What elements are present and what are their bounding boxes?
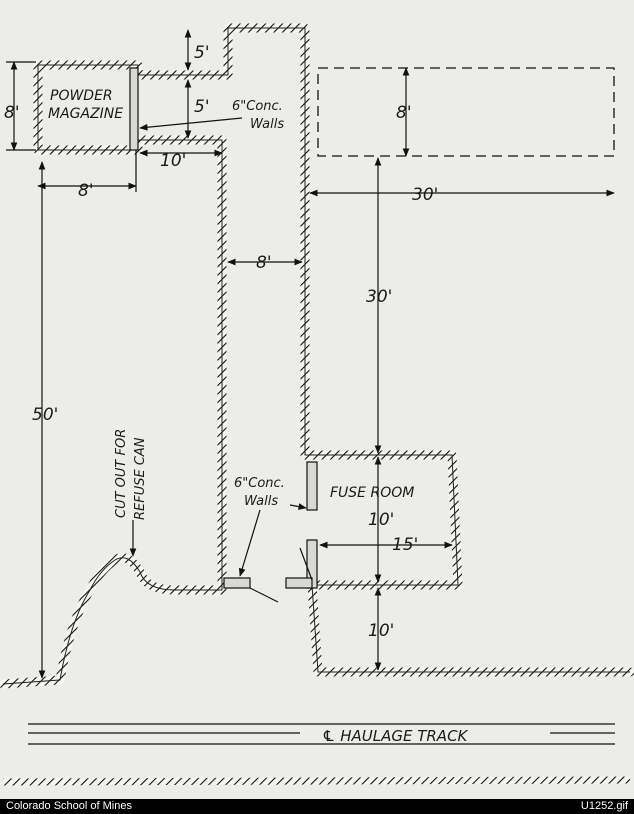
passage-conc-wall [223,577,251,589]
dim-10-bottom: 10' [368,621,394,641]
dim-8-mag-width: 8' [78,181,94,201]
magazine-conc-wall [129,67,139,151]
main-conc-wall [285,577,313,589]
dim-30-vertical: 30' [366,287,392,307]
haulage-track-label: ℄ HAULAGE TRACK [322,727,469,745]
dimension-lines [6,29,615,679]
footer-image-id: U1252.gif [580,800,628,812]
conc-walls-bottom-label-2: Walls [244,494,278,509]
future-room-outline [317,67,615,157]
dim-5a: 5' [194,43,210,63]
dim-50: 50' [32,405,58,425]
bottom-rib [2,776,631,786]
conc-walls-top-label-2: Walls [250,117,284,132]
powder-magazine-label-2: MAGAZINE [48,106,123,122]
cutout-label-2: REFUSE CAN [133,437,148,520]
dim-8-passage: 8' [256,253,272,273]
fuse-conc-wall-upper [306,461,318,511]
conc-walls-bottom-label-1: 6"Conc. [234,476,285,491]
dim-30-horizontal: 30' [412,185,438,205]
dim-8-right: 8' [396,103,412,123]
dim-10-fuse: 10' [368,510,394,530]
dim-10-top: 10' [160,151,186,171]
fuse-room-label: FUSE ROOM [330,485,414,501]
conc-walls-top-label-1: 6"Conc. [232,99,283,114]
powder-magazine-label-1: POWDER [50,88,113,104]
footer-source: Colorado School of Mines [6,800,132,812]
dim-5b: 5' [194,97,210,117]
footer-bar: Colorado School of Mines U1252.gif [0,799,634,814]
cutout-label-1: CUT OUT FOR [114,429,129,518]
dim-8-mag-height: 8' [4,103,20,123]
dim-15: 15' [392,535,418,555]
excavation-wall-edge [2,27,630,685]
